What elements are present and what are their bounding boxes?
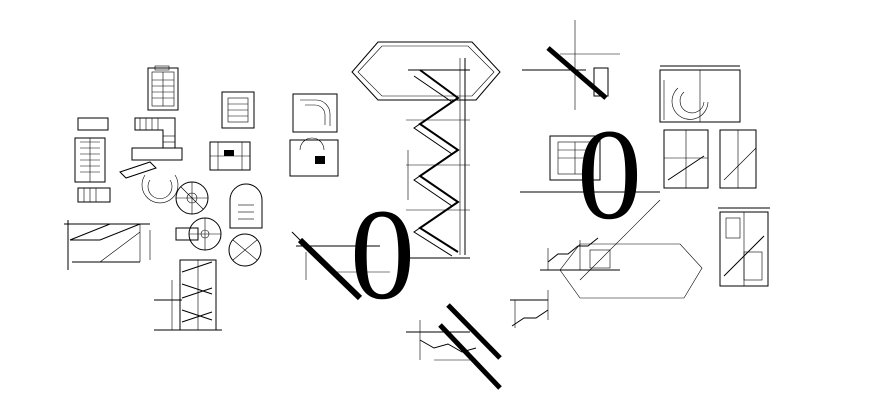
stair-long-section (64, 220, 151, 270)
octagon-plan-outline (351, 41, 501, 101)
stair-sections-right (659, 65, 770, 287)
spiral-stair-elevations (154, 259, 222, 331)
step-detail-small (510, 290, 549, 328)
watermark-zero-right: 0 (577, 103, 642, 247)
diagonal-stair-detail (291, 231, 390, 301)
landing-plan-right (520, 135, 660, 193)
stair-section-small (540, 237, 620, 271)
zigzag-stair-section (406, 58, 470, 259)
small-stair-plans-cluster (74, 65, 339, 267)
handrail-detail (522, 20, 620, 110)
watermark-zero-left: 0 (350, 183, 415, 327)
crossed-bars-detail (406, 303, 502, 390)
